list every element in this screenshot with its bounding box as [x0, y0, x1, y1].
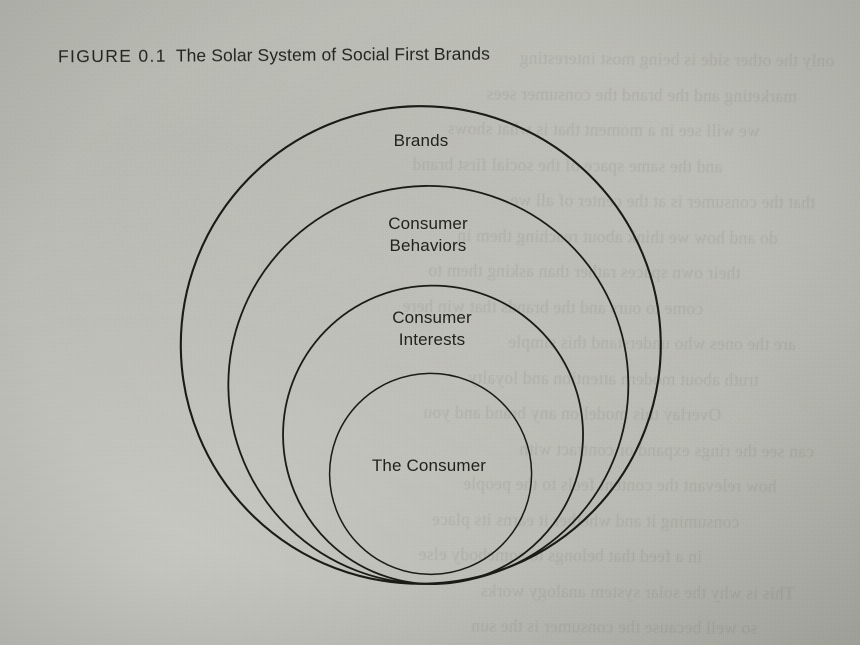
circle-label-1: Brands [393, 131, 449, 150]
circle-label-2: Consumer Behaviors [388, 214, 468, 255]
circle-ring-4 [328, 372, 533, 576]
circle-label-3: Consumer Interests [392, 308, 472, 349]
circle-label-4: The Consumer [371, 456, 487, 475]
circles-group [179, 105, 662, 585]
circle-ring-3 [282, 284, 584, 585]
